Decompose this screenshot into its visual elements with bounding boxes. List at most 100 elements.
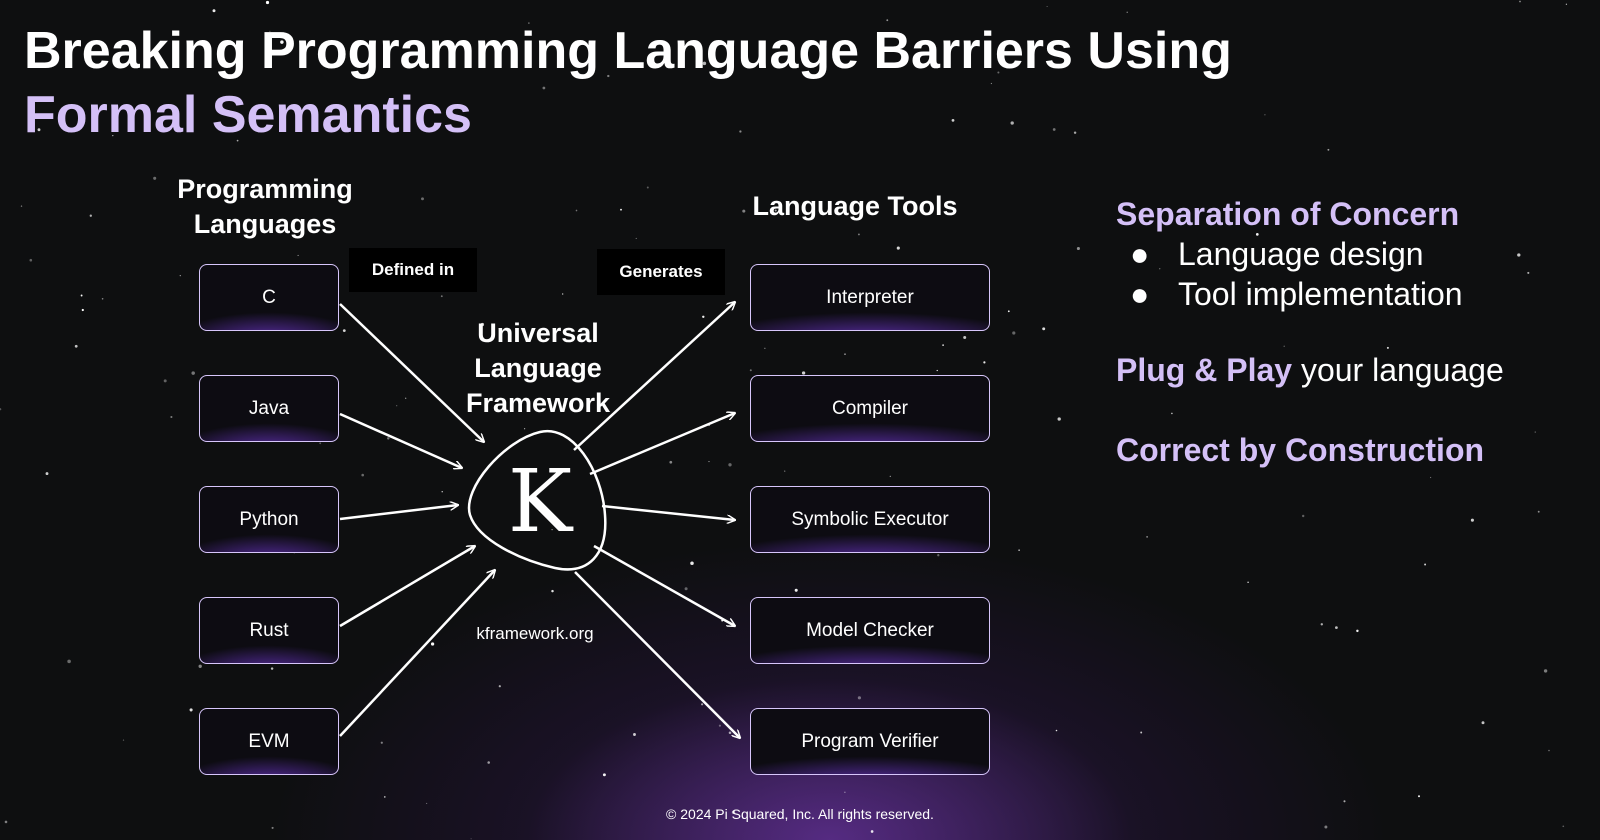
star-dot bbox=[440, 295, 443, 298]
star-dot bbox=[380, 741, 383, 744]
star-dot bbox=[319, 442, 322, 445]
star-dot bbox=[430, 642, 435, 646]
star-dot bbox=[1424, 563, 1427, 566]
tool-node-program-verifier[interactable]: Program Verifier bbox=[750, 708, 990, 775]
star-dot bbox=[857, 233, 860, 236]
star-dot bbox=[701, 703, 704, 706]
star-dot bbox=[1007, 310, 1010, 313]
star-dot bbox=[1050, 63, 1054, 66]
star-dot bbox=[1519, 0, 1521, 3]
star-dot bbox=[1420, 288, 1423, 291]
bullet-item: ●Tool implementation bbox=[1130, 276, 1463, 313]
star-dot bbox=[1012, 331, 1016, 335]
language-node-rust[interactable]: Rust bbox=[199, 597, 339, 664]
language-node-python[interactable]: Python bbox=[199, 486, 339, 553]
star-dot bbox=[1548, 749, 1550, 752]
star-dot bbox=[236, 139, 239, 142]
star-dot bbox=[749, 369, 752, 372]
star-dot bbox=[80, 294, 83, 297]
tool-label: Program Verifier bbox=[801, 730, 939, 752]
star-dot bbox=[524, 428, 526, 430]
star-dot bbox=[1386, 346, 1389, 349]
separation-heading: Separation of Concern bbox=[1116, 196, 1460, 232]
star-dot bbox=[280, 40, 284, 44]
tool-node-compiler[interactable]: Compiler bbox=[750, 375, 990, 442]
language-label: EVM bbox=[248, 730, 290, 752]
star-dot bbox=[937, 554, 940, 557]
star-dot bbox=[718, 724, 721, 727]
star-dot bbox=[551, 589, 554, 593]
language-node-evm[interactable]: EVM bbox=[199, 708, 339, 775]
star-dot bbox=[421, 197, 424, 201]
star-dot bbox=[271, 826, 274, 829]
star-dot bbox=[212, 9, 216, 13]
star-dot bbox=[387, 437, 390, 440]
star-dot bbox=[265, 0, 270, 5]
star-dot bbox=[1418, 795, 1420, 798]
language-node-c[interactable]: C bbox=[199, 264, 339, 331]
star-dot bbox=[728, 463, 732, 467]
star-dot bbox=[896, 246, 900, 250]
star-dot bbox=[870, 830, 874, 833]
star-dot bbox=[1042, 327, 1046, 331]
star-dot bbox=[1429, 476, 1432, 479]
star-dot bbox=[163, 379, 167, 383]
star-dot bbox=[1302, 514, 1305, 518]
star-dot bbox=[130, 120, 132, 122]
framework-url[interactable]: kframework.org bbox=[476, 624, 594, 643]
star-dot bbox=[1171, 412, 1173, 415]
star-dot bbox=[731, 810, 736, 814]
star-dot bbox=[702, 315, 705, 318]
bullet-text: Language design bbox=[1178, 236, 1424, 272]
star-dot bbox=[764, 347, 766, 349]
language-node-java[interactable]: Java bbox=[199, 375, 339, 442]
languages-heading: Programming Languages bbox=[177, 174, 353, 239]
bullet-icon: ● bbox=[1130, 236, 1150, 272]
title-line-1: Breaking Programming Language Barriers U… bbox=[24, 22, 1232, 80]
star-dot bbox=[1343, 800, 1346, 803]
star-dot bbox=[1534, 431, 1536, 433]
star-dot bbox=[498, 685, 501, 688]
star-dot bbox=[179, 274, 181, 277]
star-dot bbox=[426, 802, 428, 804]
star-dot bbox=[990, 82, 993, 85]
star-dot bbox=[602, 773, 606, 777]
language-label: C bbox=[262, 286, 276, 308]
star-dot bbox=[1255, 233, 1259, 236]
plug-play-strong: Plug & Play bbox=[1116, 352, 1293, 388]
plug-play-line: Plug & Play your language bbox=[1116, 352, 1504, 389]
generates-arrow bbox=[574, 571, 740, 738]
k-logo-icon: K bbox=[507, 452, 573, 552]
star-dot bbox=[1046, 5, 1048, 8]
star-dot bbox=[1126, 11, 1128, 13]
star-dot bbox=[112, 134, 114, 137]
tool-node-symbolic-executor[interactable]: Symbolic Executor bbox=[750, 486, 990, 553]
star-dot bbox=[857, 696, 862, 700]
star-dot bbox=[1335, 626, 1338, 629]
copyright-footer: © 2024 Pi Squared, Inc. All rights reser… bbox=[666, 806, 934, 822]
generates-arrow bbox=[601, 504, 735, 520]
star-dot bbox=[198, 664, 202, 668]
star-dot bbox=[1320, 623, 1323, 626]
star-dot bbox=[1146, 536, 1148, 538]
star-dot bbox=[441, 491, 443, 493]
star-dot bbox=[1283, 345, 1285, 347]
bullet-icon: ● bbox=[1130, 276, 1150, 312]
language-label: Java bbox=[248, 397, 290, 419]
defined-in-arrow bbox=[339, 505, 458, 521]
tool-node-interpreter[interactable]: Interpreter bbox=[750, 264, 990, 331]
tool-label: Compiler bbox=[831, 397, 909, 419]
star-dot bbox=[794, 588, 798, 592]
tool-node-model-checker[interactable]: Model Checker bbox=[750, 597, 990, 664]
defined-in-arrow bbox=[339, 303, 484, 442]
generates-arrow bbox=[589, 413, 735, 476]
star-dot bbox=[551, 528, 553, 531]
generates-label: Generates bbox=[597, 249, 725, 295]
title-line-2-highlight: Formal Semantics bbox=[24, 86, 472, 144]
star-dot bbox=[101, 298, 104, 300]
tool-label: Model Checker bbox=[806, 619, 934, 641]
star-dot bbox=[1052, 128, 1056, 131]
generates-arrow bbox=[593, 544, 735, 626]
star-dot bbox=[153, 176, 157, 180]
star-dot bbox=[1537, 510, 1540, 513]
